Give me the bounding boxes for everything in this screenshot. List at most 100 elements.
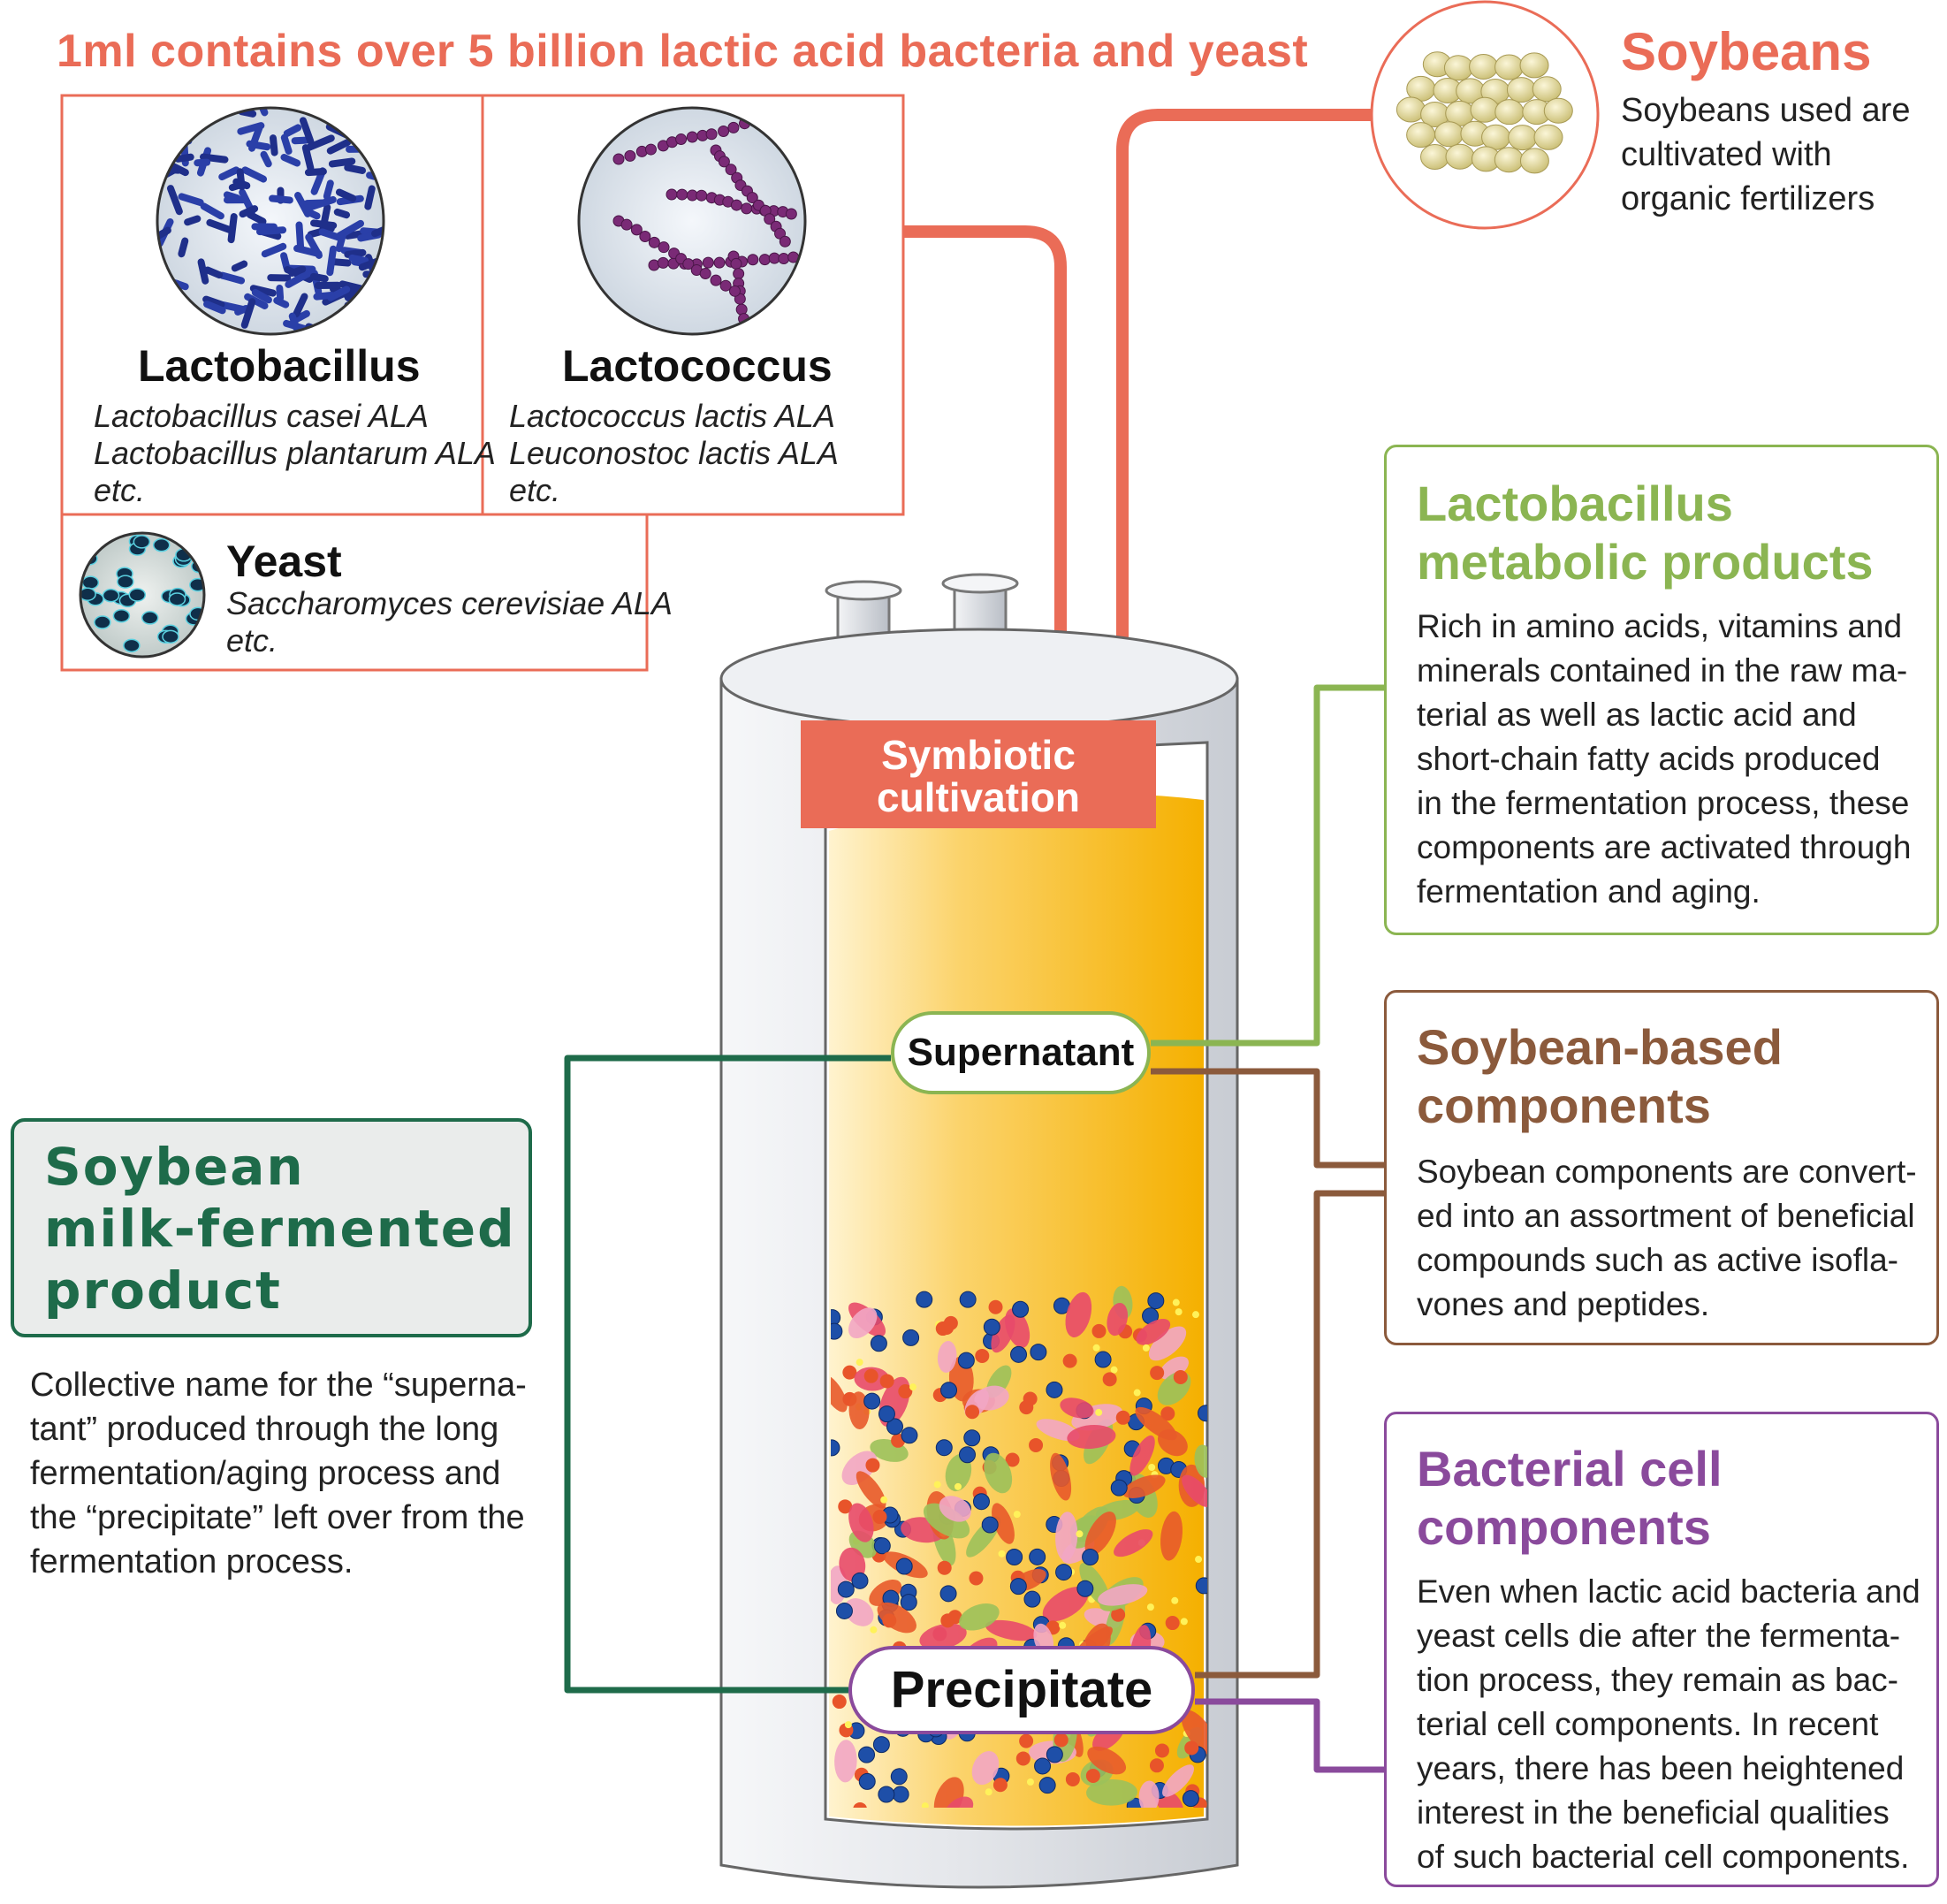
cell-particle: [1194, 1444, 1207, 1478]
bacterial-text-6: interest in the beneficial qualities: [1417, 1794, 1890, 1831]
bacterial-text-3: tion process, they remain as bac-: [1417, 1662, 1898, 1698]
metabolic-title-2: metabolic products: [1417, 534, 1874, 590]
bacillus-rod: [202, 295, 225, 308]
blue-particle: [939, 1585, 957, 1603]
bacterial-text-7: of such bacterial cell components.: [1417, 1839, 1910, 1875]
soybean: [1470, 96, 1500, 123]
bacillus-rod: [335, 188, 357, 202]
coccus-cell: [676, 188, 688, 201]
symbiotic-cultivation-label: Symbiotic cultivation: [801, 720, 1156, 828]
blue-particle: [1012, 1300, 1030, 1318]
coccus-cell: [733, 268, 745, 280]
yeast-etc: etc.: [226, 622, 278, 659]
bacterial-text-5: years, there has been heightened: [1417, 1750, 1905, 1786]
cell-particle: [1138, 1780, 1160, 1808]
bacillus-rod: [231, 260, 248, 272]
blue-particle: [858, 1746, 876, 1763]
cell-particle: [1129, 1435, 1155, 1476]
soybean: [1533, 124, 1563, 150]
yellow-particle: [880, 1496, 888, 1504]
red-particle: [1115, 1410, 1130, 1425]
bacillus-rod: [273, 297, 290, 308]
bacillus-rod: [166, 185, 183, 216]
red-particle: [1102, 1372, 1117, 1387]
bacillus-rod: [157, 226, 171, 243]
bacillus-rod: [261, 242, 287, 258]
red-particle: [863, 1368, 878, 1383]
product-desc-4: the “precipitate” left over from the: [30, 1499, 525, 1536]
yeast-cell: [123, 638, 141, 653]
blue-particle: [1094, 1351, 1112, 1368]
soybean: [1494, 54, 1525, 80]
red-particle: [865, 1458, 880, 1473]
red-particle: [1165, 1616, 1180, 1631]
bacillus-rod: [184, 215, 202, 226]
yellow-particle: [1195, 1556, 1203, 1564]
bacillus-rod: [305, 134, 335, 151]
red-particle: [1023, 1391, 1038, 1406]
bacillus-rod: [288, 265, 307, 277]
bacillus-rod: [187, 308, 196, 327]
cell-particle: [1086, 1778, 1137, 1806]
cell-particle: [1181, 1710, 1207, 1755]
cell-particle: [959, 1603, 1000, 1631]
lactobacillus-etc: etc.: [94, 472, 146, 508]
coccus-cell: [747, 254, 759, 266]
coccus-cell: [699, 268, 711, 280]
red-particle: [1160, 1406, 1175, 1421]
red-particle: [1053, 1733, 1069, 1748]
bacillus-rod: [326, 139, 352, 155]
soybean: [1481, 124, 1511, 150]
bacillus-rod: [183, 116, 202, 124]
lactococcus-species-1: Lactococcus lactis ALA: [509, 398, 835, 434]
bacterial-text-4: terial cell components. In recent: [1417, 1706, 1879, 1742]
bacillus-rod: [326, 245, 337, 277]
blue-particle: [870, 1335, 887, 1352]
yeast-cell: [128, 588, 147, 602]
red-particle: [1029, 1437, 1044, 1452]
blue-particle: [983, 1318, 1000, 1336]
blue-particle: [890, 1768, 908, 1786]
product-desc-2: tant” produced through the long: [30, 1411, 499, 1448]
blue-particle: [958, 1446, 976, 1464]
red-particle: [1091, 1323, 1107, 1338]
blue-particle: [1046, 1381, 1063, 1398]
yellow-particle: [1110, 1366, 1118, 1374]
yeast-cell: [141, 611, 159, 625]
bacillus-rod: [369, 108, 384, 125]
red-particle: [1150, 1366, 1165, 1381]
bacillus-rod: [336, 219, 364, 240]
red-particle: [1154, 1743, 1169, 1758]
bacillus-rod: [269, 134, 278, 156]
bacillus-rod: [200, 202, 224, 220]
bacillus-rod: [305, 233, 323, 259]
coccus-cell: [774, 227, 787, 240]
yellow-particle: [856, 1359, 863, 1367]
cell-particle: [1136, 1319, 1171, 1345]
coccus-cell: [644, 143, 657, 156]
bacillus-rod: [239, 205, 259, 218]
yellow-particle: [1175, 1308, 1183, 1316]
bacillus-rod: [280, 153, 301, 167]
headline: 1ml contains over 5 billion lactic acid …: [57, 26, 1309, 77]
bacillus-rod: [193, 110, 212, 118]
bacillus-rod: [168, 308, 197, 324]
red-particle: [939, 1320, 954, 1335]
yeast-cell: [168, 592, 186, 606]
blue-particle: [957, 1352, 975, 1369]
red-particle: [1149, 1758, 1164, 1773]
bacillus-rod: [178, 193, 204, 207]
cell-particle: [1114, 1529, 1153, 1557]
blue-particle: [851, 1572, 869, 1589]
bacillus-rod: [267, 274, 292, 282]
bacillus-rod: [251, 223, 278, 231]
bacillus-rod: [303, 199, 327, 208]
bacillus-rod: [301, 144, 315, 172]
soy-components-title-1: Soybean-based: [1417, 1019, 1783, 1075]
bacterial-text-2: yeast cells die after the fermenta-: [1417, 1618, 1901, 1654]
blue-particle: [873, 1537, 891, 1555]
yellow-particle: [1026, 1778, 1034, 1786]
product-desc-1: Collective name for the “superna-: [30, 1367, 527, 1404]
cell-particle: [844, 1598, 874, 1626]
soybean: [1519, 52, 1549, 79]
